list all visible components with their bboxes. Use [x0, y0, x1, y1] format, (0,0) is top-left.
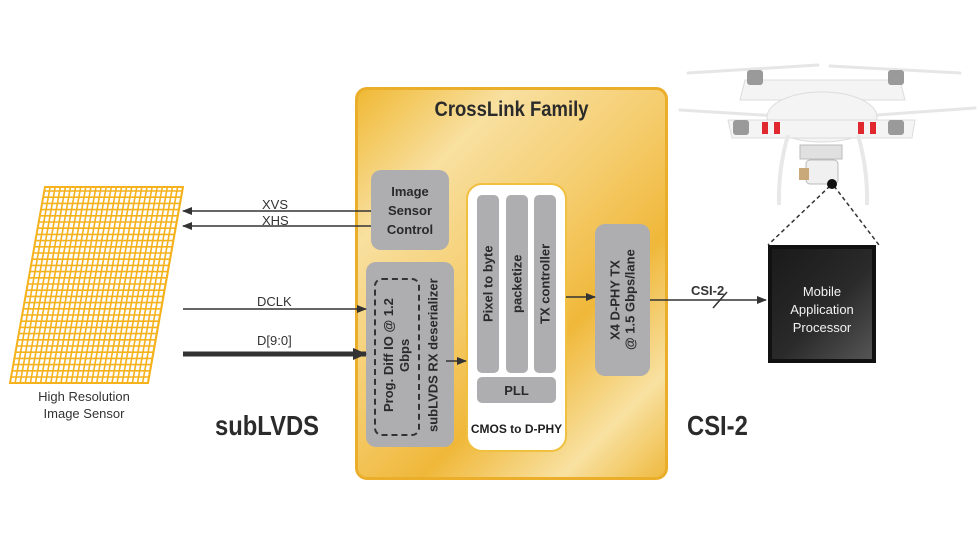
sensor-grid-column — [60, 187, 97, 383]
sensor-grid-column — [50, 187, 87, 383]
sensor-grid-column — [39, 187, 77, 383]
xhs-label: XHS — [262, 213, 289, 228]
sensor-grid-column — [101, 187, 138, 383]
drone-motors — [733, 70, 904, 135]
sensor-grid-column — [80, 187, 118, 383]
sensor-grid-column — [90, 187, 128, 383]
camera-lens-icon — [827, 179, 837, 189]
image-sensor-control-block — [371, 170, 449, 250]
sensor-grid-column — [24, 187, 62, 383]
sublvds-rx-block — [366, 262, 454, 447]
sensor-grid-column — [70, 187, 107, 383]
pixel-to-byte-block — [477, 195, 499, 373]
packetize-block — [506, 195, 528, 373]
sensor-grid-column — [136, 187, 174, 383]
sensor-grid-column — [126, 187, 164, 383]
sensor-grid-column — [44, 187, 82, 383]
prog-diff-io-dashed-region — [374, 278, 420, 436]
sensor-grid-column — [131, 187, 169, 383]
dphy-tx-block — [595, 224, 650, 376]
image-sensor-control-label: Image Sensor Control — [386, 184, 434, 237]
sensor-grid-column — [85, 187, 123, 383]
mobile-application-processor-label: Mobile Application Processor — [790, 284, 854, 335]
sensor-grid-column — [29, 187, 67, 383]
pll-block — [477, 377, 556, 403]
crosslink-title: CrossLink Family — [434, 98, 589, 121]
sensor-grid-column — [106, 187, 143, 383]
image-sensor-label: High Resolution Image Sensor — [38, 389, 130, 421]
sensor-grid-column — [95, 187, 133, 383]
sublvds-interface-label: subLVDS — [215, 410, 320, 441]
dclk-label: DCLK — [257, 294, 292, 309]
zoom-line-right — [833, 185, 880, 246]
sensor-outline — [8, 186, 185, 384]
csi2-link-label: CSI-2 — [691, 283, 725, 298]
mobile-application-processor-box — [768, 245, 876, 363]
sensor-grid-column — [55, 187, 92, 383]
drone-gimbal-camera — [799, 144, 843, 189]
sensor-grid-column — [111, 187, 148, 383]
sensor-grid-column — [75, 187, 113, 383]
xvs-label: XVS — [262, 197, 289, 212]
sensor-grid-column — [19, 187, 56, 383]
sensor-grid-column — [65, 187, 102, 383]
cmos-to-dphy-label: CMOS to D-PHY — [470, 422, 563, 436]
data-bus-label: D[9:0] — [257, 333, 292, 348]
sensor-grid-column — [34, 187, 72, 383]
sensor-grid-column — [14, 187, 51, 383]
sensor-grid-column — [141, 187, 179, 383]
csi2-interface-label: CSI-2 — [687, 410, 748, 441]
sensor-grid-column — [116, 187, 153, 383]
drone-arms — [727, 79, 916, 143]
drone-landing-gear — [776, 134, 870, 206]
drone-red-stripes — [762, 122, 876, 134]
pll-label: PLL — [504, 383, 529, 398]
bus-slash-mark — [712, 291, 728, 309]
sensor-grid-column — [121, 187, 158, 383]
tx-controller-block — [534, 195, 556, 373]
zoom-line-left — [767, 185, 831, 246]
